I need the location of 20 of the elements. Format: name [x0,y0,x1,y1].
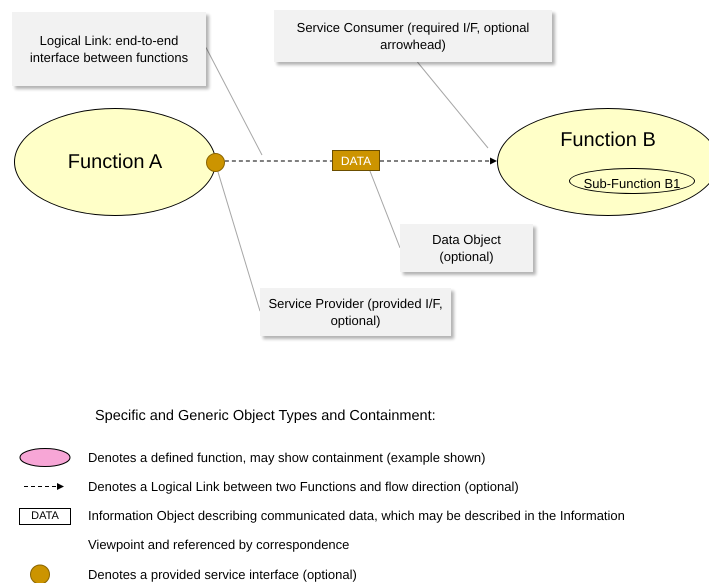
legend-text: Denotes a defined function, may show containment (example shown) [88,449,486,467]
leader-line [217,171,260,312]
leader-line [206,47,262,156]
legend-title: Specific and Generic Object Types and Containment: [95,408,436,424]
data-object-box: DATA [332,150,380,171]
callout-box: Logical Link: end-to-end interface between functions [12,12,206,86]
data-object-sample: DATA [19,508,71,525]
function-ellipse: Function B Sub-Function B1 [497,108,709,216]
interface-circle [206,153,225,172]
legend-text: Information Object describing communicated data, which may be described in the Information Viewpoint and referenced by correspondence [88,507,626,554]
legend-text: Denotes a provided service interface (optional) [88,566,358,583]
callout-box: Data Object (optional) [400,224,533,272]
leader-line [416,62,488,148]
sub-function-ellipse: Sub-Function B1 [569,168,695,194]
function-ellipse: Function A [14,108,216,216]
callout-box: Service Provider (provided I/F, optional) [260,288,451,336]
legend-text: Denotes a Logical Link between two Functions and flow direction (optional) [88,478,520,496]
logical-link-arrow [380,158,498,164]
callout-box: Service Consumer (required I/F, optional arrowhead) [274,10,552,62]
leader-line [369,170,400,248]
